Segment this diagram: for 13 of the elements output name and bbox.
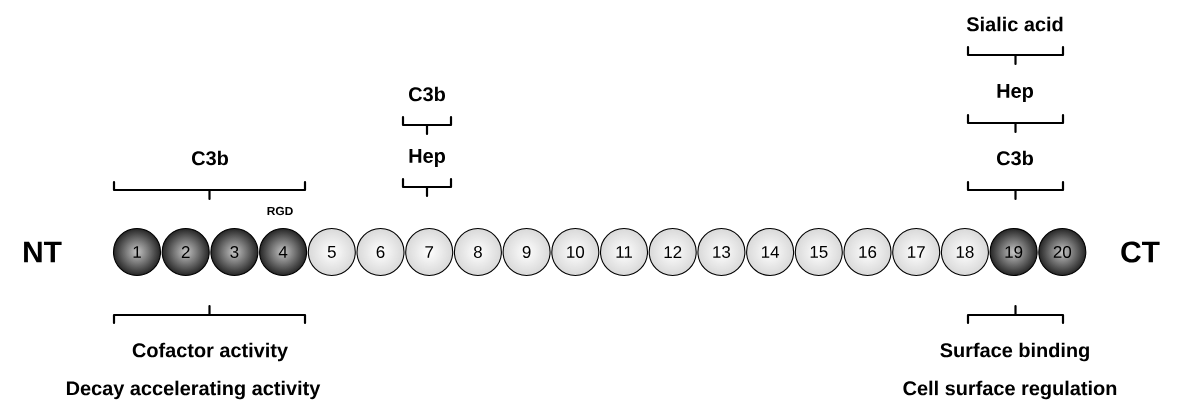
binding-label: C3b: [192, 150, 228, 166]
terminus-label: CT: [1121, 241, 1160, 263]
binding-label: C3b: [997, 150, 1033, 166]
binding-label: C3b: [409, 86, 445, 102]
terminus-label: NT: [24, 241, 62, 263]
binding-label: Sialic acid: [966, 16, 1063, 32]
motif-label: RGD: [267, 206, 293, 216]
binding-label: Hep: [409, 149, 445, 167]
function-label: Cell surface regulation: [903, 380, 1117, 400]
binding-label: Hep: [997, 84, 1033, 102]
function-label: Cofactor activity: [132, 342, 288, 362]
function-label: Surface binding: [940, 342, 1089, 362]
function-label: Decay accelerating activity: [66, 380, 321, 400]
